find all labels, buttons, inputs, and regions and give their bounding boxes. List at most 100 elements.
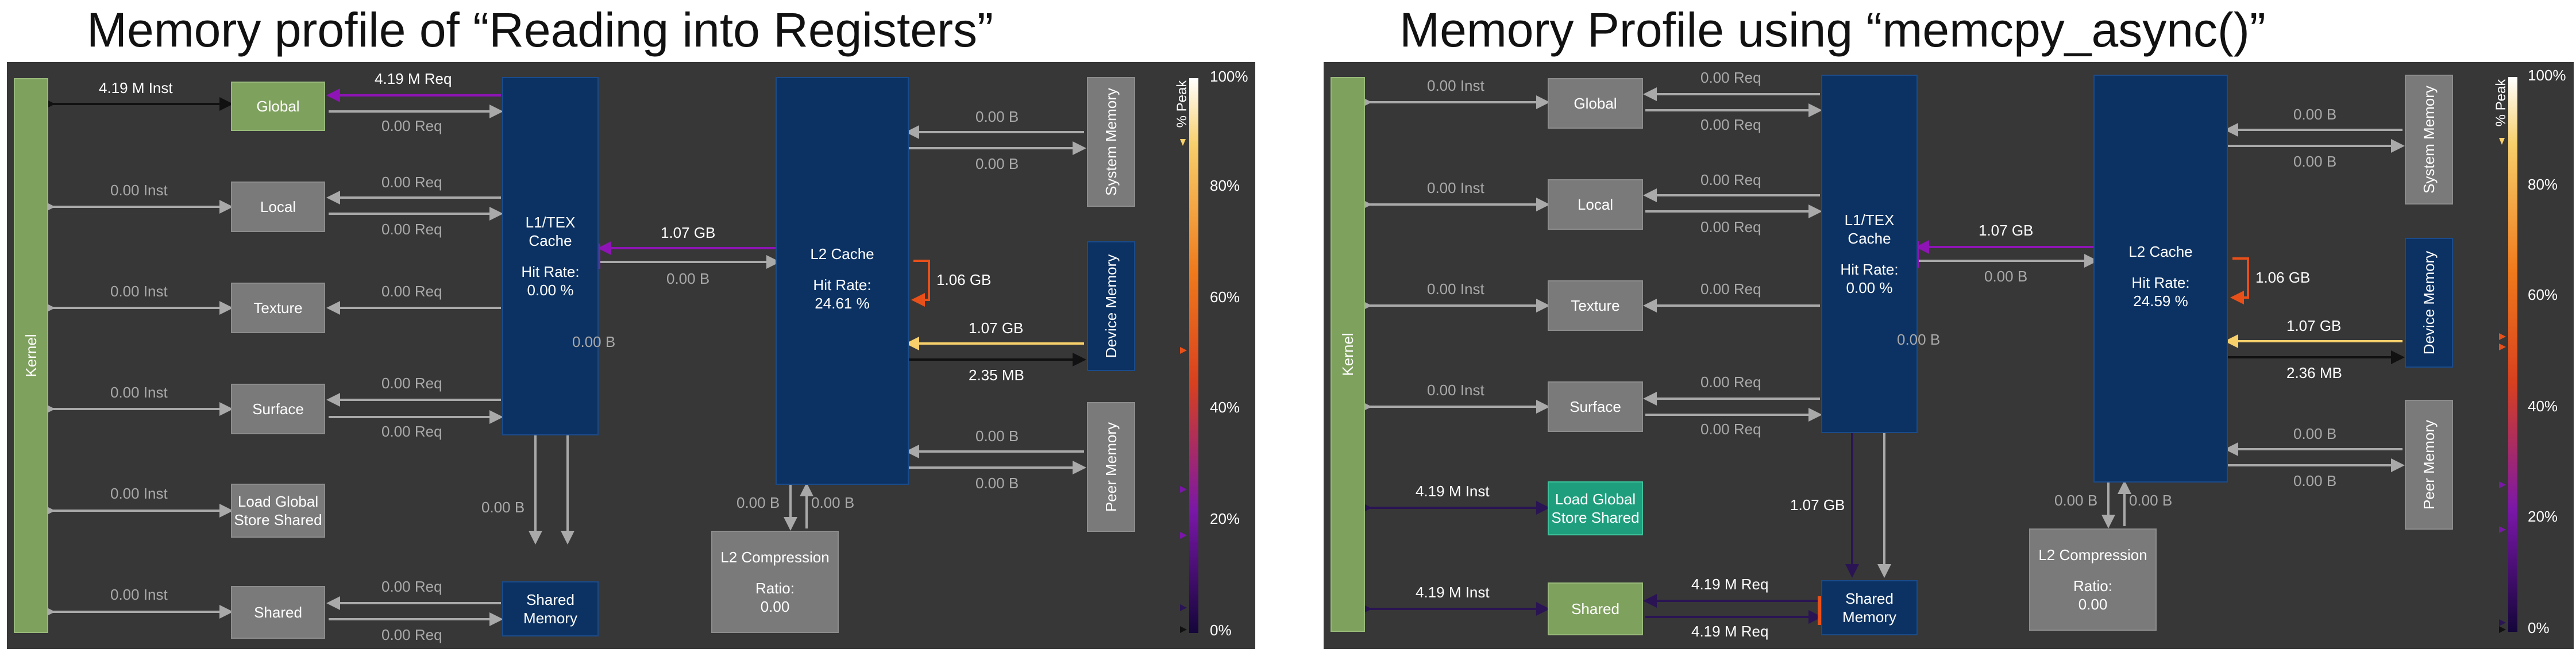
right-arrows xyxy=(1358,77,2517,633)
shared-box-right: Shared xyxy=(1548,582,1643,635)
global-label: Global xyxy=(256,98,300,115)
l1-hit-rate-label-right: Hit Rate: xyxy=(1840,261,1899,278)
l2-compression-ratio-label-right: Ratio: xyxy=(2073,577,2112,595)
kernel-box-right: Kernel xyxy=(1331,77,1365,632)
l1-hit-rate-label: Hit Rate: xyxy=(521,263,580,280)
lgss-label-line1: Load Global xyxy=(237,493,319,510)
legend-title: % Peak xyxy=(1174,80,1190,128)
lgss-inst-label: 0.00 Inst xyxy=(110,485,168,502)
legend-tick-80: 80% xyxy=(1210,177,1240,194)
global-req-bottom: 0.00 Req xyxy=(381,117,442,134)
kernel-label: Kernel xyxy=(22,334,40,377)
local-label-right: Local xyxy=(1577,196,1614,213)
l2-hit-rate-label-right: Hit Rate: xyxy=(2131,274,2190,291)
l2-label-right: L2 Cache xyxy=(2128,243,2193,260)
legend-tick-40-right: 40% xyxy=(2528,398,2558,415)
shared-req-bottom-right: 4.19 M Req xyxy=(1691,623,1769,640)
shared-label: Shared xyxy=(254,604,302,621)
legend-tick-40: 40% xyxy=(1210,399,1240,416)
l2-hit-rate-value-right: 24.59 % xyxy=(2133,292,2188,310)
l1-label-line1-right: L1/TEX xyxy=(1844,211,1895,229)
peer-memory-box: Peer Memory xyxy=(1087,402,1135,532)
global-box: Global xyxy=(231,82,325,131)
global-label-right: Global xyxy=(1574,95,1617,112)
shared-inst-label: 0.00 Inst xyxy=(110,586,168,603)
peer-traffic-top-right: 0.00 B xyxy=(2293,425,2337,442)
l1-label-line2-right: Cache xyxy=(1848,230,1891,247)
device-traffic-bottom-right: 2.36 MB xyxy=(2286,364,2342,381)
l1-l2-traffic-top: 1.07 GB xyxy=(661,224,716,241)
global-inst-label-right: 0.00 Inst xyxy=(1427,77,1484,94)
shared-memory-line1: Shared xyxy=(526,591,574,608)
right-title: Memory Profile using “memcpy_async()” xyxy=(1399,3,2266,57)
l2-compression-box-right: L2 Compression Ratio: 0.00 xyxy=(2029,528,2157,631)
kernel-label-right: Kernel xyxy=(1339,333,1356,376)
shared-memory-box-right: Shared Memory xyxy=(1821,580,1918,635)
device-memory-box: Device Memory xyxy=(1087,241,1135,371)
peer-memory-box-right: Peer Memory xyxy=(2405,400,2453,530)
peer-traffic-bottom-right: 0.00 B xyxy=(2293,472,2337,489)
surface-label-right: Surface xyxy=(1569,398,1621,415)
shared-inst-label-right: 4.19 M Inst xyxy=(1416,584,1490,601)
l2-cache-box: L2 Cache Hit Rate: 24.61 % xyxy=(776,77,909,485)
surface-inst-label-right: 0.00 Inst xyxy=(1427,381,1484,399)
l2-compression-box: L2 Compression Ratio: 0.00 xyxy=(711,531,839,633)
local-box: Local xyxy=(231,182,325,232)
legend-title-right: % Peak xyxy=(2493,79,2509,127)
local-inst-label: 0.00 Inst xyxy=(110,182,168,199)
texture-inst-label: 0.00 Inst xyxy=(110,283,168,300)
system-traffic-bottom-right: 0.00 B xyxy=(2293,153,2337,170)
l1-l2-traffic-bottom-right: 0.00 B xyxy=(1984,268,2028,285)
l1-label-line1: L1/TEX xyxy=(525,214,576,231)
system-memory-box: System Memory xyxy=(1087,77,1135,207)
l2-cache-box-right: L2 Cache Hit Rate: 24.59 % xyxy=(2093,75,2228,483)
left-title: Memory profile of “Reading into Register… xyxy=(87,3,993,57)
l2c-traffic-right: 0.00 B xyxy=(811,494,855,511)
legend-tick-100: 100% xyxy=(1210,68,1248,85)
shared-req-bottom: 0.00 Req xyxy=(381,626,442,643)
legend-tick-60-right: 60% xyxy=(2528,286,2558,303)
left-arrows xyxy=(41,78,1198,633)
legend-tick-20-right: 20% xyxy=(2528,508,2558,525)
l2-compression-ratio-value: 0.00 xyxy=(760,598,790,615)
shared-memory-line2-right: Memory xyxy=(1842,608,1896,626)
device-traffic-top: 1.07 GB xyxy=(969,319,1024,337)
l1-label-line2: Cache xyxy=(529,232,572,249)
global-box-right: Global xyxy=(1548,78,1643,129)
l2-hit-rate-value: 24.61 % xyxy=(815,295,870,312)
surface-box: Surface xyxy=(231,384,325,434)
shared-req-top: 0.00 Req xyxy=(381,578,442,595)
texture-box: Texture xyxy=(231,283,325,333)
surface-inst-label: 0.00 Inst xyxy=(110,384,168,401)
shared-box: Shared xyxy=(231,586,325,639)
l1-tex-cache-box-right: L1/TEX Cache Hit Rate: 0.00 % xyxy=(1821,75,1918,433)
load-global-store-shared-box-right: Load Global Store Shared xyxy=(1548,481,1643,535)
l1-down-traffic: 0.00 B xyxy=(572,333,616,350)
legend-tick-100-right: 100% xyxy=(2528,67,2566,84)
legend-tick-20: 20% xyxy=(1210,510,1240,527)
lgss-label-line2-right: Store Shared xyxy=(1551,509,1640,526)
system-traffic-top: 0.00 B xyxy=(975,108,1019,125)
shared-memory-box: Shared Memory xyxy=(502,581,599,636)
device-memory-label: Device Memory xyxy=(1102,254,1120,358)
texture-req-label: 0.00 Req xyxy=(381,283,442,300)
shared-req-top-right: 4.19 M Req xyxy=(1691,576,1769,593)
l2c-traffic-left: 0.00 B xyxy=(736,494,780,511)
shared-label-right: Shared xyxy=(1571,600,1619,618)
l1-shared-traffic: 0.00 B xyxy=(481,499,525,516)
device-traffic-bottom: 2.35 MB xyxy=(969,366,1024,384)
system-traffic-top-right: 0.00 B xyxy=(2293,106,2337,123)
legend-tick-60: 60% xyxy=(1210,288,1240,306)
local-inst-label-right: 0.00 Inst xyxy=(1427,179,1484,196)
device-memory-label-right: Device Memory xyxy=(2420,250,2438,355)
texture-box-right: Texture xyxy=(1548,280,1643,331)
local-req-top: 0.00 Req xyxy=(381,173,442,191)
l2-compression-title-right: L2 Compression xyxy=(2038,546,2147,564)
l2-label: L2 Cache xyxy=(810,245,874,263)
legend-tick-80-right: 80% xyxy=(2528,176,2558,193)
system-memory-label-right: System Memory xyxy=(2420,86,2438,194)
system-memory-label: System Memory xyxy=(1102,88,1120,196)
surface-box-right: Surface xyxy=(1548,381,1643,432)
l2c-traffic-right-right: 0.00 B xyxy=(2129,492,2173,509)
surface-req-top: 0.00 Req xyxy=(381,375,442,392)
